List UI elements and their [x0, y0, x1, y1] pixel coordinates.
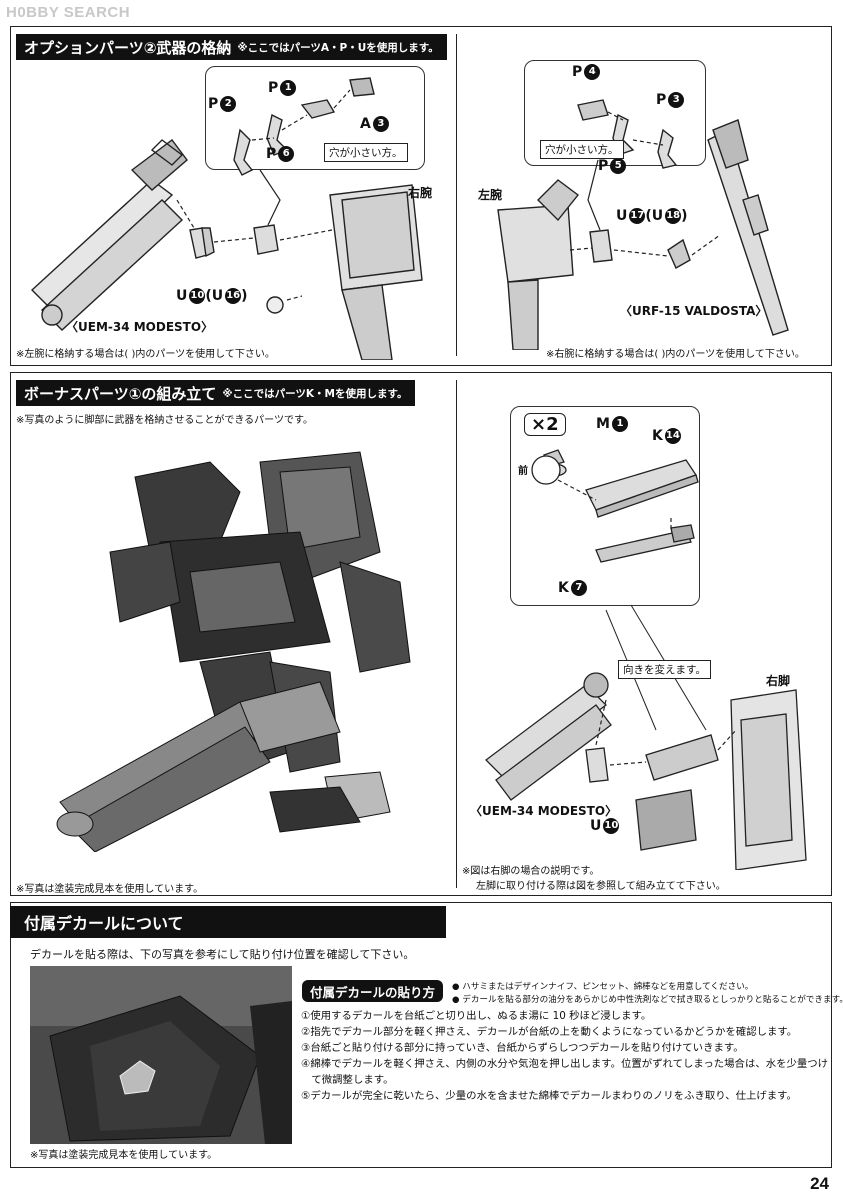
decal-step-2: ②指先でデカール部分を軽く押さえ、デカールが台紙の上を動くようになっているかどう…: [301, 1026, 798, 1038]
left-arm-label: 左腕: [478, 188, 503, 202]
section1-divider: [456, 34, 457, 356]
section1-title: オプションパーツ②武器の格納: [24, 38, 232, 57]
section3-title: 付属デカールについて: [24, 914, 184, 933]
section2-title: ボーナスパーツ①の組み立て: [24, 384, 217, 403]
section2-divider: [456, 380, 457, 888]
decal-step-4: ④綿棒でデカールを軽く押さえ、内側の水分や気泡を押し出します。位置がずれてしまっ…: [301, 1058, 829, 1070]
decal-step-3: ③台紙ごと貼り付ける部分に持っていき、台紙からずらしつつデカールを貼り付けていき…: [301, 1042, 744, 1054]
section1-subtitle: ※ここではパーツA・P・Uを使用します。: [237, 41, 439, 54]
section2-desc: ※写真のように脚部に武器を格納させることができるパーツです。: [16, 415, 313, 426]
weapon-label-valdosta: 〈URF-15 VALDOSTA〉: [620, 304, 768, 318]
weapon-label-modesto-2: 〈UEM-34 MODESTO〉: [470, 804, 618, 818]
hole-small-callout-right: 穴が小さい方。: [540, 140, 624, 159]
howto-title-badge: 付属デカールの貼り方: [302, 980, 444, 1002]
right-leg-label: 右脚: [766, 674, 791, 688]
hole-small-callout-left: 穴が小さい方。: [324, 143, 408, 162]
mech-photo: [56, 451, 411, 852]
howto-bullet-1: ● ハサミまたはデザインナイフ、ピンセット、綿棒などを用意してください。: [452, 982, 754, 992]
decal-step-4-cont: て微調整します。: [301, 1074, 394, 1086]
section1-right-diagram: [497, 99, 789, 350]
section2-subtitle: ※ここではパーツK・Mを使用します。: [222, 387, 408, 400]
decal-step-1: ①使用するデカールを台紙ごと切り出し、ぬるま湯に 10 秒ほど浸します。: [301, 1010, 652, 1022]
section1-right-note: ※右腕に格納する場合は( )内のパーツを使用して下さい。: [546, 349, 805, 360]
section1-left-diagram: [30, 77, 423, 360]
section2-note-line1: ※図は右脚の場合の説明です。: [462, 866, 600, 877]
change-direction-callout: 向きを変えます。: [618, 660, 711, 679]
weapon-label-modesto: 〈UEM-34 MODESTO〉: [66, 320, 214, 334]
decal-step-5: ⑤デカールが完全に乾いたら、少量の水を含ませた綿棒でデカールまわりのノリをふき取…: [301, 1090, 797, 1102]
decal-photo: [30, 966, 292, 1144]
right-arm-label: 右腕: [408, 186, 433, 200]
howto-bullet-2: ● デカールを貼る部分の油分をあらかじめ中性洗剤などで拭き取るとしっかりと貼るこ…: [452, 995, 843, 1005]
section2-photo-note: ※写真は塗装完成見本を使用しています。: [16, 884, 204, 895]
section1-left-note: ※左腕に格納する場合は( )内のパーツを使用して下さい。: [16, 349, 275, 360]
section3-desc: デカールを貼る際は、下の写真を参考にして貼り付け位置を確認して下さい。: [30, 948, 415, 961]
section1-header: オプションパーツ②武器の格納 ※ここではパーツA・P・Uを使用します。: [16, 34, 447, 60]
bonus-parts-diagram: [485, 449, 807, 870]
section3-photo-note: ※写真は塗装完成見本を使用しています。: [30, 1150, 218, 1161]
watermark-logo: H0BBY SEARCH: [6, 4, 131, 21]
section2-header: ボーナスパーツ①の組み立て ※ここではパーツK・Mを使用します。: [16, 380, 416, 406]
section3-header: 付属デカールについて: [10, 906, 446, 938]
decal-steps: ①使用するデカールを台紙ごと切り出し、ぬるま湯に 10 秒ほど浸します。 ②指先…: [301, 1008, 828, 1104]
section2-note-line2: 左脚に取り付ける際は図を参照して組み立てて下さい。: [476, 881, 726, 892]
page-number: 24: [810, 1174, 829, 1193]
quantity-x2-badge: ×2: [524, 413, 566, 436]
